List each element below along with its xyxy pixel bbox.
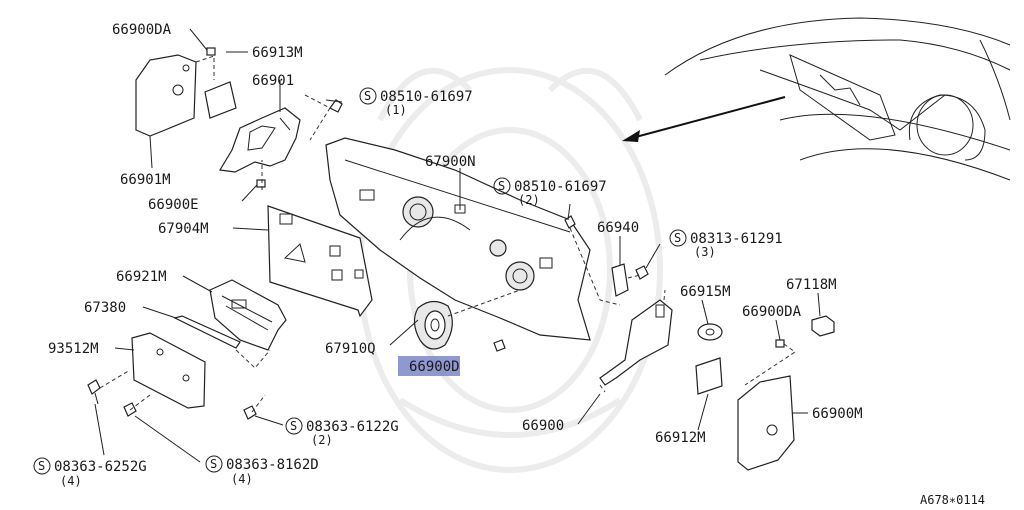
screw-qty-4: (2) bbox=[311, 433, 333, 447]
part-67380 bbox=[173, 315, 241, 349]
part-screw-s1 bbox=[329, 99, 343, 113]
label-66900D[interactable]: 66900D bbox=[409, 359, 460, 375]
label-67900N[interactable]: 67900N bbox=[425, 154, 476, 170]
part-screw-s2 bbox=[564, 215, 576, 229]
part-66900M bbox=[737, 375, 795, 471]
screw-symbol-icon bbox=[493, 177, 511, 195]
part-66900D-clip bbox=[493, 339, 506, 352]
screw-symbol-5: S bbox=[38, 459, 45, 473]
part-66901 bbox=[219, 107, 301, 173]
part-67900N-dash-panel bbox=[325, 137, 591, 341]
screw-symbol-6: S bbox=[210, 457, 217, 471]
screw-code-4[interactable]: 08363-6122G bbox=[306, 419, 399, 435]
label-66915M[interactable]: 66915M bbox=[680, 284, 731, 300]
direction-arrow bbox=[622, 96, 786, 142]
screw-code-3[interactable]: 08313-61291 bbox=[690, 231, 783, 247]
screw-qty-6: (4) bbox=[231, 472, 253, 486]
label-67118M[interactable]: 67118M bbox=[786, 277, 837, 293]
part-67118M bbox=[811, 315, 835, 337]
leader-lines bbox=[94, 28, 821, 463]
assembly-guide-lines bbox=[99, 55, 796, 413]
screw-callout-5[interactable]: S 08363-6252G (4) bbox=[33, 457, 147, 488]
screw-qty-1: (1) bbox=[385, 103, 407, 117]
screw-code-5[interactable]: 08363-6252G bbox=[54, 459, 147, 475]
label-66901M[interactable]: 66901M bbox=[120, 172, 171, 188]
screw-qty-2: (2) bbox=[518, 193, 540, 207]
part-66921M bbox=[209, 279, 287, 351]
screw-code-6[interactable]: 08363-8162D bbox=[226, 457, 319, 473]
watermark-crest bbox=[357, 67, 663, 473]
screw-symbol-2: S bbox=[498, 179, 505, 193]
label-93512M[interactable]: 93512M bbox=[48, 341, 99, 357]
part-66900E-clip bbox=[256, 179, 266, 188]
screw-callout-6[interactable]: S 08363-8162D (4) bbox=[205, 455, 319, 486]
label-66913M[interactable]: 66913M bbox=[252, 45, 303, 61]
screw-callout-4[interactable]: S 08363-6122G (2) bbox=[285, 417, 399, 447]
screw-code-2[interactable]: 08510-61697 bbox=[514, 179, 607, 195]
screw-symbol-4: S bbox=[290, 419, 297, 433]
screw-symbol-icon bbox=[33, 457, 51, 475]
part-66900DA-clip-top bbox=[206, 47, 216, 56]
part-66900-side-panel bbox=[599, 299, 673, 386]
screw-qty-5: (4) bbox=[60, 474, 82, 488]
part-66901M bbox=[135, 54, 197, 137]
label-67380[interactable]: 67380 bbox=[84, 300, 126, 316]
label-66912M[interactable]: 66912M bbox=[655, 430, 706, 446]
screw-callout-1[interactable]: S 08510-61697 (1) bbox=[359, 87, 473, 117]
screw-symbol-icon bbox=[285, 417, 303, 435]
label-66900DA-right[interactable]: 66900DA bbox=[742, 304, 802, 320]
part-66940 bbox=[611, 263, 629, 297]
label-66940[interactable]: 66940 bbox=[597, 220, 639, 236]
part-screw-s3 bbox=[635, 265, 649, 280]
part-93512M bbox=[131, 332, 206, 409]
screw-symbol-3: S bbox=[674, 231, 681, 245]
screw-symbol-icon bbox=[669, 229, 687, 247]
part-screw-s5 bbox=[87, 379, 101, 405]
label-66900DA-top[interactable]: 66900DA bbox=[112, 22, 172, 38]
screw-symbol-icon bbox=[359, 87, 377, 105]
part-67910Q-grommet bbox=[413, 300, 453, 350]
label-67904M[interactable]: 67904M bbox=[158, 221, 209, 237]
label-66900E[interactable]: 66900E bbox=[148, 197, 199, 213]
part-66912M bbox=[695, 357, 723, 395]
vehicle-outline bbox=[664, 17, 1011, 181]
label-66921M[interactable]: 66921M bbox=[116, 269, 167, 285]
label-66900[interactable]: 66900 bbox=[522, 418, 564, 434]
screw-symbol-icon bbox=[205, 455, 223, 473]
diagram-code: A678∗0114 bbox=[920, 493, 985, 507]
screw-qty-3: (3) bbox=[694, 245, 716, 259]
screw-callout-2[interactable]: S 08510-61697 (2) bbox=[493, 177, 607, 207]
label-67910Q[interactable]: 67910Q bbox=[325, 341, 376, 357]
part-screw-s4 bbox=[243, 405, 257, 420]
part-66900DA-clip-right bbox=[775, 339, 785, 348]
screw-code-1[interactable]: 08510-61697 bbox=[380, 89, 473, 105]
highlight-66900D bbox=[398, 356, 460, 376]
part-66913M bbox=[204, 81, 237, 119]
part-67904M bbox=[267, 205, 373, 318]
label-66900M[interactable]: 66900M bbox=[812, 406, 863, 422]
screw-symbol-1: S bbox=[364, 89, 371, 103]
part-66915M bbox=[697, 323, 723, 341]
screw-callout-3[interactable]: S 08313-61291 (3) bbox=[669, 229, 783, 259]
label-66901[interactable]: 66901 bbox=[252, 73, 294, 89]
